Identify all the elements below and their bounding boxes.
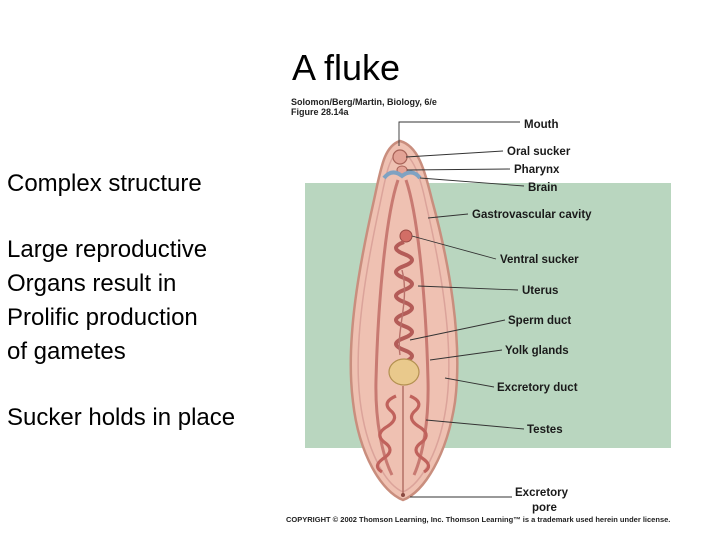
leader-excretory-duct [444,377,495,388]
label-excretory-pore-line1: Excretory [515,487,569,499]
bullet-reproductive-organs: Large reproductive Organs result in Prol… [7,236,208,365]
label-testes: Testes [527,424,563,436]
gastrovascular-right-branch [404,179,430,476]
brain [382,170,422,180]
leader-uterus [417,285,519,291]
leader-brain [419,177,525,187]
label-gastrovascular-cavity: Gastrovascular cavity [472,209,592,221]
bullet-complex-structure: Complex structure [7,170,202,197]
label-uterus: Uterus [522,285,558,297]
figure-credit-number: Figure 28.14a [291,107,349,117]
gastrovascular-left-branch [374,179,400,476]
figure-credit-source: Solomon/Berg/Martin, Biology, 6/e [291,97,437,107]
label-sperm-duct: Sperm duct [508,315,571,327]
copyright-notice: COPYRIGHT © 2002 Thomson Learning, Inc. … [286,515,671,524]
leader-pharynx [406,168,511,171]
oral-sucker [392,149,408,165]
label-pharynx: Pharynx [514,164,560,176]
leader-sperm-duct [409,319,506,341]
figure-credit: Solomon/Berg/Martin, Biology, 6/e Figure… [291,97,437,117]
label-yolk-glands: Yolk glands [505,345,569,357]
ventral-sucker [399,229,413,243]
sperm-duct [398,269,406,356]
testes-left [375,394,397,474]
slide-title: A fluke [292,47,401,88]
yolk-gland [388,358,420,386]
label-brain: Brain [528,182,557,194]
label-mouth: Mouth [524,119,558,131]
testes-right [409,394,431,474]
leader-mouth [398,121,520,146]
leader-ventral-sucker [411,235,497,260]
leader-oral-sucker [405,150,504,158]
leader-testes [425,419,525,430]
excretory-pore [401,493,405,497]
label-excretory-duct: Excretory duct [497,382,578,394]
bullet-sucker: Sucker holds in place [7,404,236,431]
label-ventral-sucker: Ventral sucker [500,254,579,266]
leader-gastrovascular [427,213,469,219]
leader-yolk-glands [429,349,503,361]
label-excretory-pore-line2: pore [532,502,557,514]
label-oral-sucker: Oral sucker [507,146,571,158]
